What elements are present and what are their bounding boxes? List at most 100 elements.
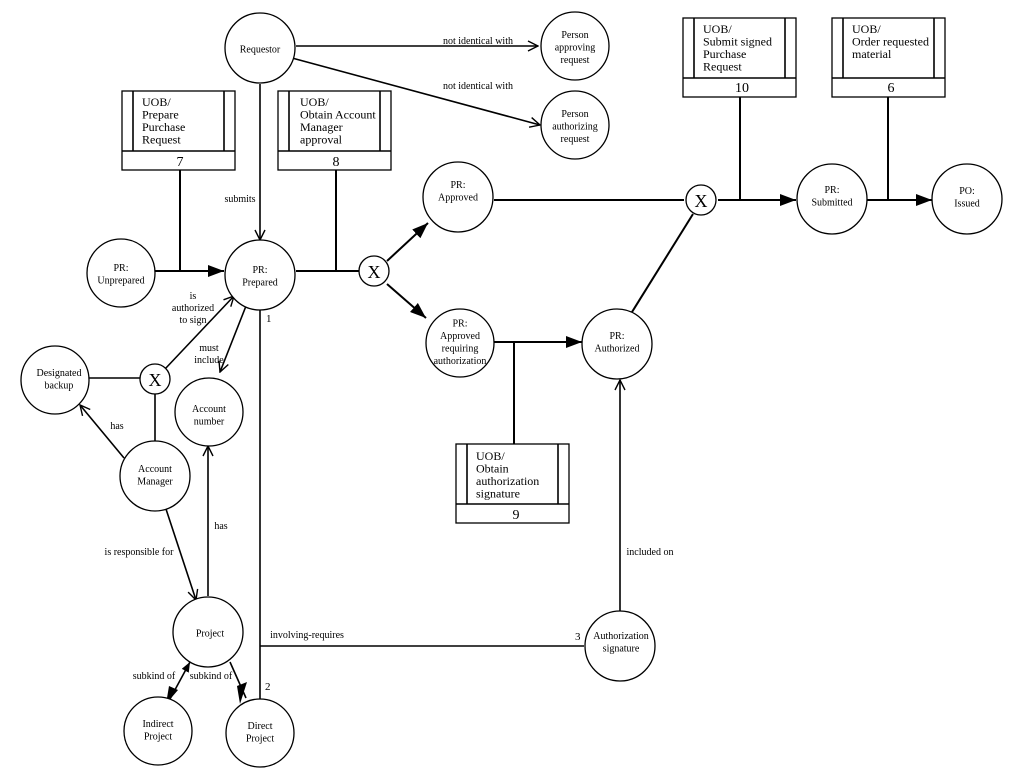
relation-label-line: include (194, 355, 224, 366)
node-label: Project (196, 628, 225, 639)
uob-label-line: UOB/ (476, 449, 505, 463)
uob-number: 6 (888, 81, 895, 96)
uob-label-line: UOB/ (852, 22, 881, 36)
relation-label-line: is (190, 291, 197, 302)
label-has-backup: has (110, 421, 123, 432)
node-label-line: Designated (37, 368, 82, 379)
link-junction-approved-requiring (386, 283, 427, 319)
node-pr-submitted: PR:Submitted (796, 163, 868, 235)
uob-label-line: UOB/ (300, 95, 329, 109)
node-label-line: Manager (137, 477, 173, 488)
uob-label-line: authorization (476, 474, 539, 488)
uob-label-line: Order requested (852, 35, 929, 49)
node-label-line: Approved (438, 193, 478, 204)
link-manager-project (163, 502, 196, 600)
label-not-identical-authorizing: not identical with (443, 81, 513, 92)
node-label: PR: Unprepared (97, 263, 144, 287)
node-label-line: approving (555, 42, 596, 53)
node-label-line: Person (561, 30, 588, 41)
relation-label-line: must (199, 343, 219, 354)
node-account-number: Account number (174, 377, 244, 447)
node-label: Requestor (240, 44, 281, 55)
node-designated-backup: Designated backup (20, 345, 90, 415)
node-label-line: PR: (252, 265, 267, 276)
node-label: PO: Issued (954, 186, 980, 210)
uob-label-line: Prepare (142, 108, 179, 122)
node-pr-prepared: PR:Prepared (224, 239, 296, 311)
node-label-line: backup (45, 381, 74, 392)
node-label-line: signature (603, 644, 640, 655)
node-label-line: PO: (959, 186, 975, 197)
node-label: PR:Submitted (811, 185, 852, 209)
uob-label-line: Request (142, 133, 181, 147)
relationship-labels: not identical with not identical with su… (105, 36, 674, 682)
node-pr-unprepared: PR: Unprepared (86, 238, 156, 308)
node-pr-approved: PR:Approved (422, 161, 494, 233)
footnote-2: 2 (265, 681, 271, 693)
node-requestor: Requestor (224, 12, 296, 84)
node-label-line: Account (138, 464, 172, 475)
link-junction-approved (386, 222, 429, 262)
node-label-line: request (561, 55, 590, 66)
node-label-line: Submitted (811, 198, 852, 209)
uob-label-line: approval (300, 133, 343, 147)
node-label: Authorization signature (593, 631, 649, 655)
uob-label-line: Purchase (142, 120, 185, 134)
connectors (80, 46, 932, 704)
relation-label-line: to sign (180, 315, 207, 326)
node-label: PR:Approved (438, 180, 478, 204)
node-label-line: PR: (609, 331, 624, 342)
label-subkind-of-indirect: subkind of (133, 671, 176, 682)
node-label-line: Account (192, 404, 226, 415)
junction-account-manager: X (139, 363, 171, 395)
uob-label-line: signature (476, 487, 520, 501)
label-subkind-of-direct: subkind of (190, 671, 233, 682)
node-label-line: Unprepared (97, 276, 144, 287)
node-label-line: Project (196, 628, 225, 639)
node-project: Project (172, 596, 244, 668)
node-label: PR: Authorized (595, 331, 640, 355)
node-label-line: Approved (440, 331, 480, 342)
node-label-line: number (194, 417, 225, 428)
node-pr-authorized: PR: Authorized (581, 308, 653, 380)
node-label-line: Authorized (595, 344, 640, 355)
node-label-line: Issued (954, 199, 980, 210)
node-label-line: PR: (113, 263, 128, 274)
uob-number: 7 (177, 155, 184, 170)
uob-label-line: Obtain (476, 462, 509, 476)
junction-label: X (368, 262, 381, 282)
node-label-line: Authorization (593, 631, 649, 642)
link-junction-prepared (164, 296, 234, 370)
uob-label-line: UOB/ (703, 22, 732, 36)
uob-number: 10 (735, 81, 749, 96)
uob-label-line: Obtain Account (300, 108, 376, 122)
node-label-line: requiring (442, 344, 479, 355)
node-label: Designated backup (37, 368, 82, 392)
uob-label-line: material (852, 47, 892, 61)
direct-project-arrowhead (237, 682, 247, 704)
uob-number: 9 (513, 508, 520, 523)
node-label-line: Direct (248, 721, 273, 732)
footnote-3: 3 (575, 631, 581, 643)
uob-label-line: Manager (300, 120, 343, 134)
label-involving-requires: involving-requires (270, 630, 344, 641)
